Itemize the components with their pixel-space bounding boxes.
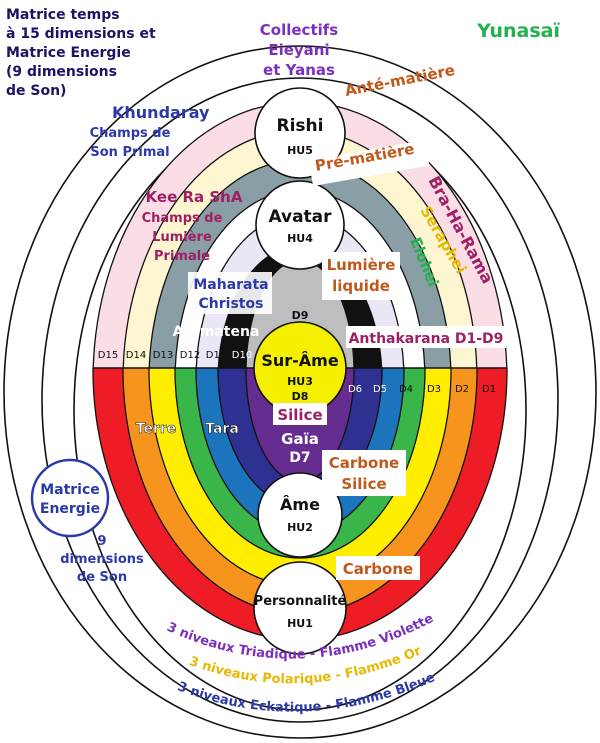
label-collectifs: Collectifs Eieyani et Yanas bbox=[260, 21, 338, 79]
dimension-label-d1: D1 bbox=[482, 384, 496, 395]
label-kee-ra-sha: Kee Ra ShA bbox=[146, 188, 243, 206]
label-champs-lumiere: Champs de Lumière Primale bbox=[142, 211, 223, 264]
corner-line-4: (9 dimensions bbox=[6, 64, 117, 80]
node-personnalite-sub: HU1 bbox=[287, 617, 313, 630]
champs-lumiere-line-3: Primale bbox=[154, 249, 210, 264]
dimension-label-d14: D14 bbox=[126, 350, 146, 361]
node-personnalite-title: Personnalité bbox=[254, 594, 347, 609]
node-avatar-title: Avatar bbox=[268, 207, 332, 227]
pre-matiere-bg bbox=[308, 139, 430, 187]
corner-line-1: Matrice temps bbox=[6, 7, 120, 23]
node-ame-circle bbox=[257, 472, 343, 558]
label-silice-box: Silice bbox=[273, 403, 327, 425]
label-lumiere-liquide-box: Lumière liquide bbox=[322, 252, 400, 300]
node-avatar-circle bbox=[255, 180, 345, 270]
anthakarana-bg bbox=[346, 326, 506, 348]
carbone-silice-line-1: Carbone bbox=[329, 454, 399, 472]
node-gaia-sub: D7 bbox=[289, 450, 310, 466]
node-sur-ame-sub: HU3 bbox=[287, 375, 313, 388]
node-gaia: Gaïa D7 bbox=[281, 430, 319, 466]
dimension-label-d6: D6 bbox=[348, 384, 362, 395]
node-d9: D9 bbox=[292, 309, 309, 322]
neuf-dimensions-line-3: de Son bbox=[77, 570, 127, 585]
matrice-energie-circle bbox=[30, 458, 110, 538]
neuf-dimensions-line-2: dimensions bbox=[60, 552, 144, 567]
collectifs-line-2: Eieyani bbox=[268, 41, 329, 59]
dimension-label-d15: D15 bbox=[98, 350, 118, 361]
dimension-labels-right: D6 D5 D4 D3 D2 D1 bbox=[348, 384, 496, 395]
corner-top-right: Yunasaï bbox=[476, 20, 560, 42]
neuf-dimensions-line-1: 9 bbox=[97, 534, 106, 549]
node-avatar: Avatar HU4 bbox=[255, 180, 345, 270]
node-ame: Âme HU2 bbox=[257, 472, 343, 558]
silice-bg bbox=[273, 403, 327, 425]
carbone-silice-line-2: Silice bbox=[341, 475, 386, 493]
node-personnalite: Personnalité HU1 bbox=[253, 561, 347, 655]
node-sur-ame-sub2: D8 bbox=[292, 390, 309, 403]
node-sur-ame: Sur-Âme HU3 D8 bbox=[253, 321, 347, 415]
dimension-label-d12: D12 bbox=[180, 350, 200, 361]
dimension-label-d3: D3 bbox=[427, 384, 441, 395]
champs-son-line-2: Son Primal bbox=[90, 145, 169, 160]
dimension-label-d10: D10 bbox=[232, 350, 252, 361]
dimension-label-d2: D2 bbox=[455, 384, 469, 395]
dimension-labels-left: D15 D14 D13 D12 D11 D10 bbox=[98, 350, 252, 361]
node-gaia-title: Gaïa bbox=[281, 430, 319, 448]
corner-line-2: à 15 dimensions et bbox=[6, 26, 156, 42]
maharata-line-1: Maharata bbox=[193, 277, 268, 293]
label-champs-son: Champs de Son Primal bbox=[90, 126, 171, 160]
node-sur-ame-title: Sur-Âme bbox=[261, 351, 339, 370]
carbone-bg bbox=[336, 556, 420, 580]
matrice-energie-line-2: Energie bbox=[40, 501, 100, 517]
champs-lumiere-line-1: Champs de bbox=[142, 211, 223, 226]
label-silice: Silice bbox=[277, 406, 322, 424]
corner-top-left: Matrice temps à 15 dimensions et Matrice… bbox=[6, 7, 156, 99]
lumiere-liquide-bg bbox=[322, 252, 400, 300]
label-neuf-dimensions: 9 dimensions de Son bbox=[60, 534, 144, 585]
label-tara: Tara bbox=[205, 421, 239, 437]
corner-line-5: de Son) bbox=[6, 83, 66, 99]
dimension-label-d11: D11 bbox=[206, 350, 226, 361]
lumiere-liquide-line-2: liquide bbox=[332, 277, 390, 295]
label-khundaray: Khundaray bbox=[112, 103, 210, 122]
corner-line-3: Matrice Energie bbox=[6, 45, 131, 61]
node-rishi-circle bbox=[254, 87, 346, 179]
label-anthakarana: Anthakarana D1-D9 bbox=[349, 331, 504, 347]
maharata-bg bbox=[188, 272, 272, 314]
label-carbone-silice-box: Carbone Silice bbox=[322, 450, 406, 496]
label-anthakarana-box: Anthakarana D1-D9 bbox=[346, 326, 506, 348]
maharata-line-2: Christos bbox=[199, 296, 264, 312]
label-carbone-box: Carbone bbox=[336, 556, 420, 580]
dimension-label-d13: D13 bbox=[153, 350, 173, 361]
node-rishi: Rishi HU5 bbox=[254, 87, 346, 179]
collectifs-line-1: Collectifs bbox=[260, 21, 338, 39]
label-terre: Terre bbox=[136, 421, 177, 437]
node-rishi-sub: HU5 bbox=[287, 144, 313, 157]
carbone-silice-bg bbox=[322, 450, 406, 496]
label-maharata-box: Maharata Christos bbox=[188, 272, 272, 314]
collectifs-line-3: et Yanas bbox=[263, 61, 335, 79]
node-personnalite-circle bbox=[253, 561, 347, 655]
matrice-energie-line-1: Matrice bbox=[40, 482, 100, 498]
lumiere-liquide-line-1: Lumière bbox=[327, 256, 396, 274]
dimension-label-d4: D4 bbox=[399, 384, 413, 395]
label-carbone: Carbone bbox=[343, 560, 413, 578]
node-ame-sub: HU2 bbox=[287, 521, 313, 534]
node-avatar-sub: HU4 bbox=[287, 232, 313, 245]
champs-son-line-1: Champs de bbox=[90, 126, 171, 141]
matrice-energie: Matrice Energie bbox=[30, 458, 110, 538]
node-ame-title: Âme bbox=[280, 495, 320, 514]
node-rishi-title: Rishi bbox=[277, 116, 324, 136]
dimension-label-d5: D5 bbox=[373, 384, 387, 395]
label-aramatena: Aramatena bbox=[173, 324, 260, 340]
champs-lumiere-line-2: Lumière bbox=[152, 230, 212, 245]
